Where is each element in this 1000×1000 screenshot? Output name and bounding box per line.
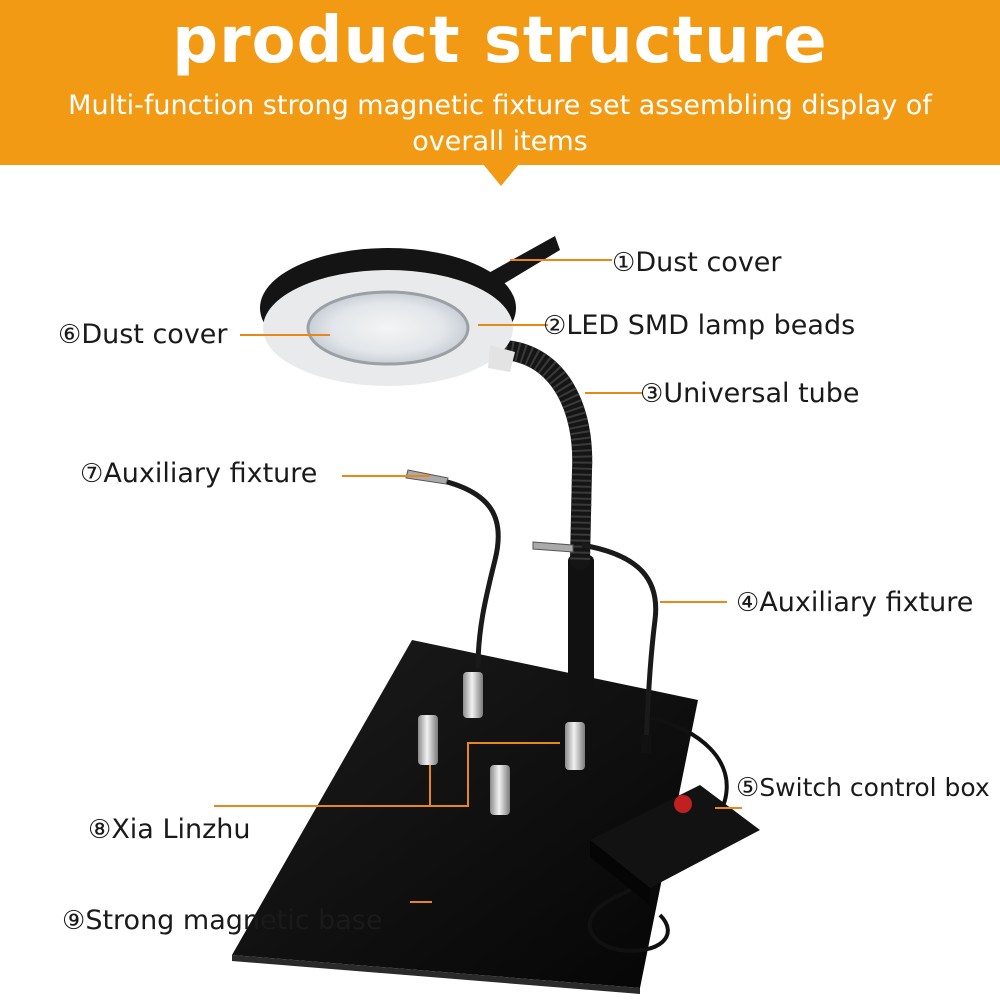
callout-aux-fixture-left: ⑦Auxiliary fixture [80,457,317,491]
power-cable [587,716,729,953]
callout-number: ⑦ [80,459,104,489]
callout-label: Strong magnetic base [85,905,383,936]
callout-number: ⑧ [88,815,112,845]
steel-pillar [418,715,438,765]
steel-pillar [490,765,510,815]
leader-lines [214,259,742,903]
callout-number: ④ [736,588,760,618]
aux-arm-right [581,542,659,746]
callout-aux-fixture-right: ④Auxiliary fixture [736,586,973,620]
callout-magnetic-base: ⑨Strong magnetic base [62,904,382,938]
callout-label: Auxiliary fixture [759,587,974,618]
callout-led-lamp-beads: ②LED SMD lamp beads [543,309,855,343]
leader-8b [430,742,560,807]
switch-knob [674,795,692,813]
callout-number: ⑥ [58,320,82,350]
callout-label: Dust cover [635,247,782,278]
callout-number: ⑤ [736,773,760,803]
callout-label: LED SMD lamp beads [566,310,856,341]
steel-pillar [463,672,483,718]
callout-dust-cover-left: ⑥Dust cover [58,318,228,352]
callout-universal-tube: ③Universal tube [640,377,860,411]
callout-label: Universal tube [663,378,860,409]
aux-arm-right-foot [641,735,651,753]
header-banner: product structure Multi-function strong … [0,0,1000,165]
switch-control-box-side [590,840,650,905]
callout-label: Dust cover [81,319,228,350]
switch-control-box [590,785,760,888]
lamp-neck [488,345,515,372]
page-subtitle: Multi-function strong magnetic fixture s… [68,90,932,157]
aux-arm-left [429,475,501,669]
stand-post [568,555,594,705]
callout-xia-linzhu: ⑧Xia Linzhu [88,813,251,847]
callout-number: ③ [640,379,664,409]
base-plate-edge [232,955,640,994]
steel-pillar [565,722,585,770]
callout-label: Auxiliary fixture [103,458,318,489]
dust-cover-handle [485,236,560,292]
callout-label: Xia Linzhu [111,814,251,845]
callout-number: ② [543,311,567,341]
callout-number: ① [612,248,636,278]
callout-dust-cover-top: ①Dust cover [612,246,782,280]
universal-tube [495,340,593,570]
callout-number: ⑨ [62,906,86,936]
banner-pointer-arrow [483,164,519,186]
callout-switch-control-box: ⑤Switch control box [736,771,990,805]
page-title: product structure [172,4,828,78]
callout-label: Switch control box [759,773,990,802]
magnifier-lens [306,290,470,366]
aux-clip-right [532,541,574,553]
